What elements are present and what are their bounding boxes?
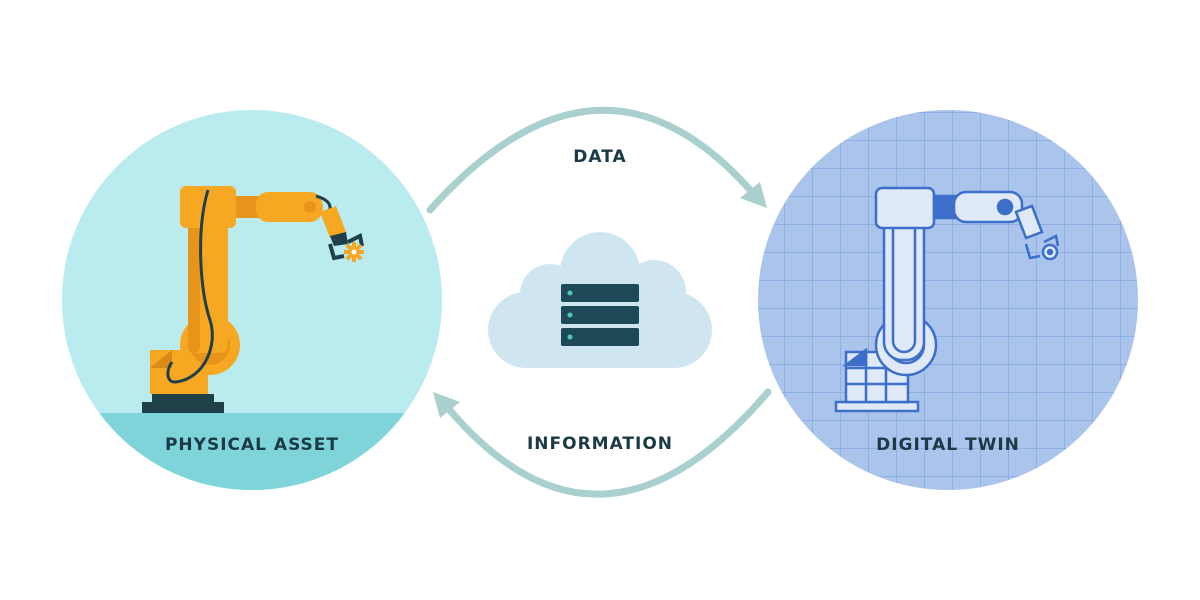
server-icon <box>561 284 639 346</box>
physical-asset-label: PHYSICAL ASSET <box>165 435 339 455</box>
information-arrow <box>433 388 772 498</box>
arrowhead-icon <box>740 182 767 208</box>
arrowhead-icon <box>433 392 460 418</box>
industrial-robot-arm-icon <box>142 186 364 413</box>
information-label: INFORMATION <box>527 434 673 454</box>
grid <box>758 110 1138 490</box>
robot-arm-wireframe-icon <box>834 186 1060 413</box>
digital-twin-label: DIGITAL TWIN <box>876 435 1020 455</box>
floor <box>62 413 442 490</box>
cloud-server-icon <box>488 232 712 368</box>
data-label: DATA <box>573 147 626 167</box>
digital-twin-circle <box>758 110 1138 490</box>
data-arrow <box>426 106 767 214</box>
